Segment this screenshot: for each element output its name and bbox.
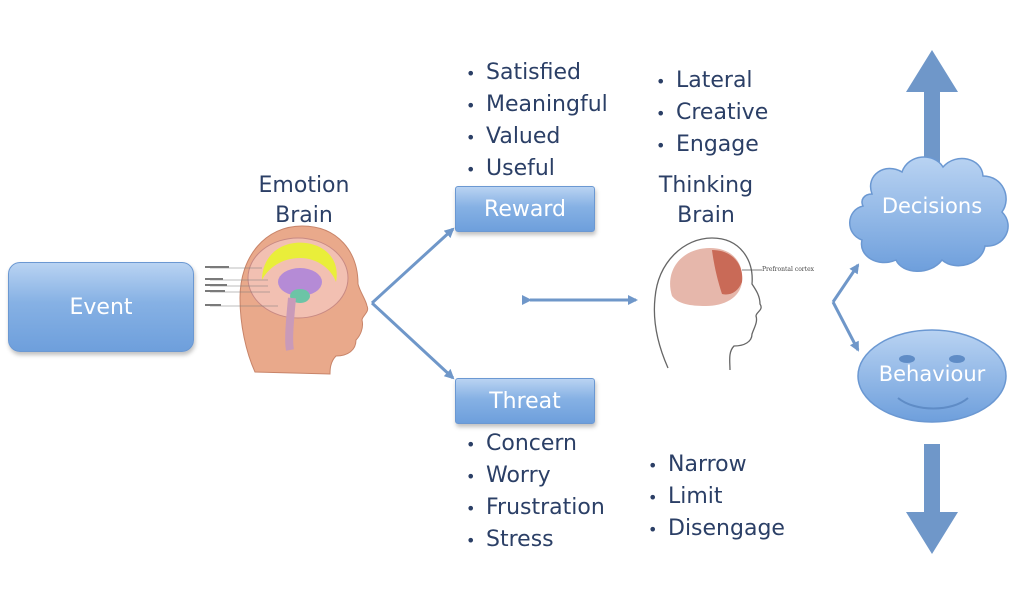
arrow-to-reward <box>370 227 455 305</box>
thinking-brain-line2: Brain <box>677 203 735 228</box>
emotion-brain-illustration <box>205 225 369 375</box>
thinking-brain-line1: Thinking <box>658 173 754 198</box>
thinking-reward-list: Lateral Creative Engage <box>656 65 768 161</box>
list-item: Disengage <box>648 513 785 545</box>
arrow-to-threat <box>370 301 455 380</box>
list-item: Satisfied <box>466 57 608 89</box>
list-item: Useful <box>466 153 608 185</box>
reward-list: Satisfied Meaningful Valued Useful <box>466 57 608 185</box>
arrow-to-behaviour <box>831 301 860 352</box>
decisions-cloud <box>849 156 1009 272</box>
list-item: Valued <box>466 121 608 153</box>
down-arrow-icon <box>906 444 958 554</box>
list-item: Stress <box>466 524 605 556</box>
thinking-brain-illustration <box>653 237 762 371</box>
emotion-brain-title: Emotion Brain <box>244 171 364 231</box>
threat-label: Threat <box>489 388 561 414</box>
threat-box: Threat <box>455 378 595 424</box>
event-box: Event <box>8 262 194 352</box>
reward-box: Reward <box>455 186 595 232</box>
face-eye-right <box>949 355 965 363</box>
arrow-to-decisions <box>831 263 860 303</box>
emotion-brain-line1: Emotion <box>258 173 350 198</box>
list-item: Worry <box>466 460 605 492</box>
list-item: Concern <box>466 428 605 460</box>
decisions-text: Decisions <box>881 194 983 218</box>
behaviour-text: Behaviour <box>878 362 986 386</box>
list-item: Creative <box>656 97 768 129</box>
list-item: Frustration <box>466 492 605 524</box>
face-eye-left <box>899 355 915 363</box>
list-item: Limit <box>648 481 785 513</box>
thinking-threat-list: Narrow Limit Disengage <box>648 449 785 545</box>
up-arrow-icon <box>906 50 958 162</box>
emotion-brain-line2: Brain <box>275 203 333 228</box>
list-item: Engage <box>656 129 768 161</box>
list-item: Narrow <box>648 449 785 481</box>
event-label: Event <box>69 294 133 320</box>
prefrontal-cortex-label: Prefrontal cortex <box>762 266 815 273</box>
behaviour-ellipse <box>857 329 1007 423</box>
reward-label: Reward <box>484 196 566 222</box>
threat-list: Concern Worry Frustration Stress <box>466 428 605 556</box>
list-item: Lateral <box>656 65 768 97</box>
list-item: Meaningful <box>466 89 608 121</box>
face-mouth <box>897 397 969 410</box>
thinking-brain-title: Thinking Brain <box>646 171 766 231</box>
